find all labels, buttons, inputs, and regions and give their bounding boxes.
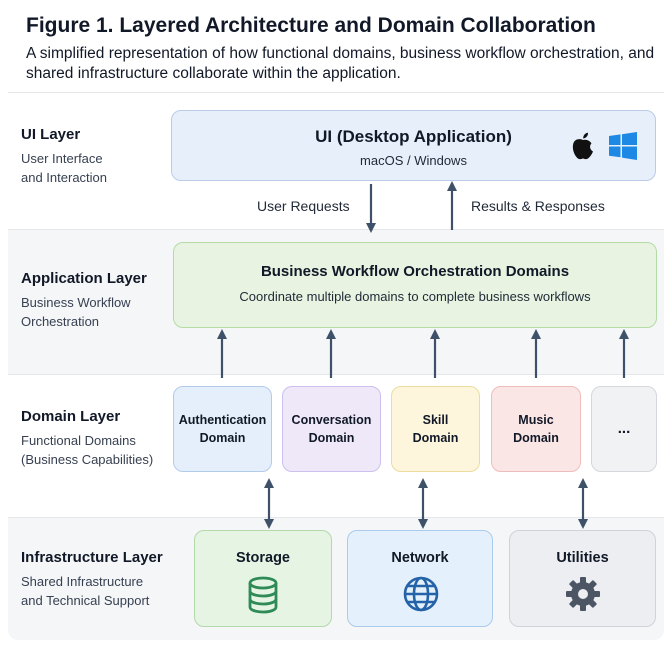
ui-layer-desc-line1: User Interface: [21, 151, 103, 166]
ui-box-subtitle: macOS / Windows: [360, 153, 467, 168]
ui-layer-desc: User Interface and Interaction: [21, 149, 107, 187]
apple-icon: [572, 132, 593, 160]
domain-layer-name: Domain Layer: [21, 408, 121, 425]
windows-icon: [609, 132, 637, 160]
ui-layer-desc-line2: and Interaction: [21, 170, 108, 185]
skill-domain-box: Skill Domain: [391, 386, 480, 472]
storage-box: Storage: [194, 530, 332, 627]
results-responses-label: Results & Responses: [471, 198, 605, 214]
storage-label: Storage: [236, 550, 290, 566]
gear-icon: [566, 577, 600, 611]
network-label: Network: [391, 550, 449, 566]
user-requests-label: User Requests: [257, 198, 350, 214]
application-layer-desc-line2: Orchestration: [21, 314, 100, 329]
domain-layer-desc-line2: (Business Capabilities): [21, 452, 154, 467]
music-domain-box: Music Domain: [491, 386, 581, 472]
application-layer-desc-line1: Business Workflow: [21, 295, 131, 310]
domain-layer-desc: Functional Domains (Business Capabilitie…: [21, 431, 153, 469]
figure-subtitle: A simplified representation of how funct…: [26, 45, 655, 82]
authentication-domain-line1: Authentication: [178, 413, 267, 427]
ui-box-title: UI (Desktop Application): [315, 127, 512, 146]
music-domain-line1: Music: [518, 413, 554, 427]
infrastructure-layer-desc-line2: and Technical Support: [21, 593, 150, 608]
authentication-domain-box: Authentication Domain: [173, 386, 272, 472]
app-box-subtitle: Coordinate multiple domains to complete …: [239, 289, 591, 304]
globe-icon: [403, 576, 439, 612]
application-layer-name: Application Layer: [21, 270, 147, 287]
business-workflow-orchestration-box: Business Workflow Orchestration Domains …: [173, 242, 657, 328]
app-box-title: Business Workflow Orchestration Domains: [260, 263, 570, 280]
infrastructure-layer-desc-line1: Shared Infrastructure: [21, 574, 144, 589]
ui-layer-name: UI Layer: [21, 126, 81, 143]
more-domains-ellipsis: ...: [617, 420, 631, 437]
more-domains-box: ...: [591, 386, 657, 472]
application-layer-desc: Business Workflow Orchestration: [21, 293, 131, 331]
database-icon: [248, 576, 278, 614]
skill-domain-line1: Skill: [422, 413, 449, 427]
conversation-domain-box: Conversation Domain: [282, 386, 381, 472]
music-domain-line2: Domain: [513, 431, 559, 445]
infrastructure-layer-desc: Shared Infrastructure and Technical Supp…: [21, 572, 149, 610]
utilities-label: Utilities: [556, 550, 609, 566]
skill-domain-line2: Domain: [412, 431, 459, 445]
authentication-domain-line2: Domain: [199, 431, 246, 445]
conversation-domain-line2: Domain: [308, 431, 355, 445]
ui-desktop-app-box: UI (Desktop Application) macOS / Windows: [171, 110, 656, 181]
conversation-domain-line1: Conversation: [291, 413, 372, 427]
domain-layer-desc-line1: Functional Domains: [21, 433, 136, 448]
figure-title: Figure 1. Layered Architecture and Domai…: [26, 14, 596, 37]
utilities-box: Utilities: [509, 530, 656, 627]
infrastructure-layer-name: Infrastructure Layer: [21, 549, 163, 566]
network-box: Network: [347, 530, 493, 627]
